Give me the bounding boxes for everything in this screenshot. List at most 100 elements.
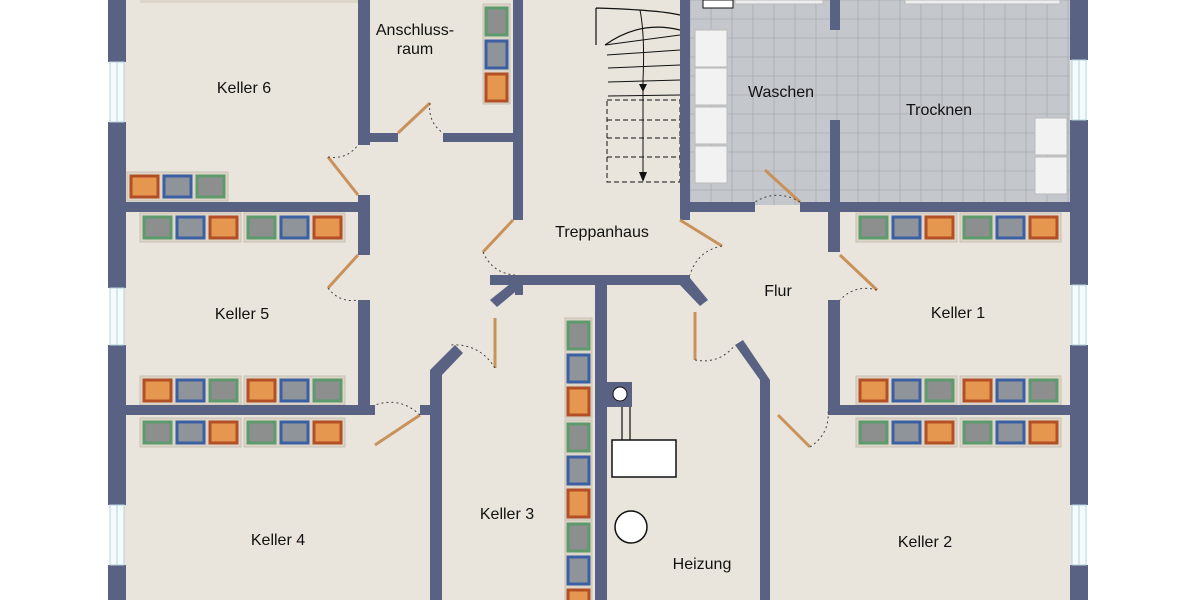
door-swing-icon [327,287,359,301]
washing-machine-icon [694,29,728,68]
door-icon [481,218,515,254]
wall-diagonal [430,345,463,375]
storage-box-icon [566,488,591,519]
storage-box-icon [924,215,955,240]
storage-box-icon [279,378,310,403]
washing-machine-icon [694,67,728,106]
chimney-flue-icon [612,386,628,402]
storage-box-icon [962,420,993,445]
wall [800,202,1070,212]
wall [690,202,755,212]
storage-box-icon [246,420,277,445]
sink-icon [702,0,734,9]
dryer-icon [1034,117,1068,156]
label-trocknen: Trocknen [906,102,972,119]
pipe-icon [621,403,631,440]
wall [108,345,126,505]
storage-box-icon [566,588,591,600]
storage-box-icon [566,455,591,486]
wall [108,565,126,600]
storage-box-icon [858,378,889,403]
doors [326,101,879,449]
storage-box-icon [142,378,173,403]
wall [108,122,126,288]
storage-box-icon [484,39,509,70]
storage-box-icon [566,555,591,586]
storage-box-icon [175,378,206,403]
storage-box-icon [995,420,1026,445]
storage-box-icon [566,353,591,384]
label-keller-6: Keller 6 [217,80,271,97]
storage-box-icon [208,420,239,445]
wall [513,0,523,220]
boiler-icon [611,439,677,478]
wall-diagonal [680,278,708,306]
label-anschlussraum-2: raum [397,41,433,58]
storage-box-icon [484,6,509,37]
door-icon [326,253,360,290]
door-swing-icon [694,344,736,362]
door-icon [838,253,879,292]
wall [1070,565,1088,600]
wall [1070,0,1088,60]
storage-box-icon [995,215,1026,240]
wall [358,300,370,410]
label-flur: Flur [764,283,792,300]
storage-box-icon [891,420,922,445]
storage-box-icon [566,320,591,351]
wall [1070,120,1088,285]
wall [443,133,523,142]
door-icon [396,101,432,135]
wall [595,285,607,600]
door-icon [679,218,723,248]
storage-box-icon [858,215,889,240]
wall [600,275,690,285]
storage-box-icon [175,420,206,445]
storage-box-icon [891,215,922,240]
wall [126,202,370,212]
storage-box-icon [1028,378,1059,403]
label-anschlussraum-1: Anschluss- [376,22,454,39]
door-swing-icon [327,144,359,158]
stair-step [607,64,681,69]
storage-box-icon [175,215,206,240]
dryer-icon [1034,156,1068,195]
label-keller-3: Keller 3 [480,506,534,523]
label-heizung: Heizung [673,556,732,573]
wall [1070,345,1088,505]
label-keller-4: Keller 4 [251,532,305,549]
wall-diagonal [490,280,520,307]
wall [126,405,375,415]
label-keller-1: Keller 1 [931,305,985,322]
storage-box-icon [891,378,922,403]
storage-box-icon [208,378,239,403]
fixtures [126,0,1068,600]
stair-step [604,34,681,46]
shelf [734,0,824,5]
storage-box-icon [208,215,239,240]
shelf [140,0,360,3]
storage-box-icon [312,420,343,445]
storage-box-icon [924,378,955,403]
walls [108,0,1088,600]
room-labels: Keller 6 Anschluss- raum Waschen Trockne… [215,22,985,573]
label-waschen: Waschen [748,84,814,101]
storage-box-icon [962,215,993,240]
storage-box-icon [246,215,277,240]
stair-step [607,79,681,83]
wall [828,405,1070,415]
door-icon [374,413,421,447]
storage-box-icon [312,378,343,403]
storage-box-icon [924,420,955,445]
wall-diagonal [735,340,770,380]
washing-machine-icon [694,106,728,145]
storage-box-icon [195,174,226,199]
stair-step [607,94,681,97]
storage-box-icon [129,174,160,199]
label-keller-5: Keller 5 [215,306,269,323]
door-icon [776,413,812,449]
wall [760,380,770,600]
label-keller-2: Keller 2 [898,534,952,551]
storage-box-icon [962,378,993,403]
